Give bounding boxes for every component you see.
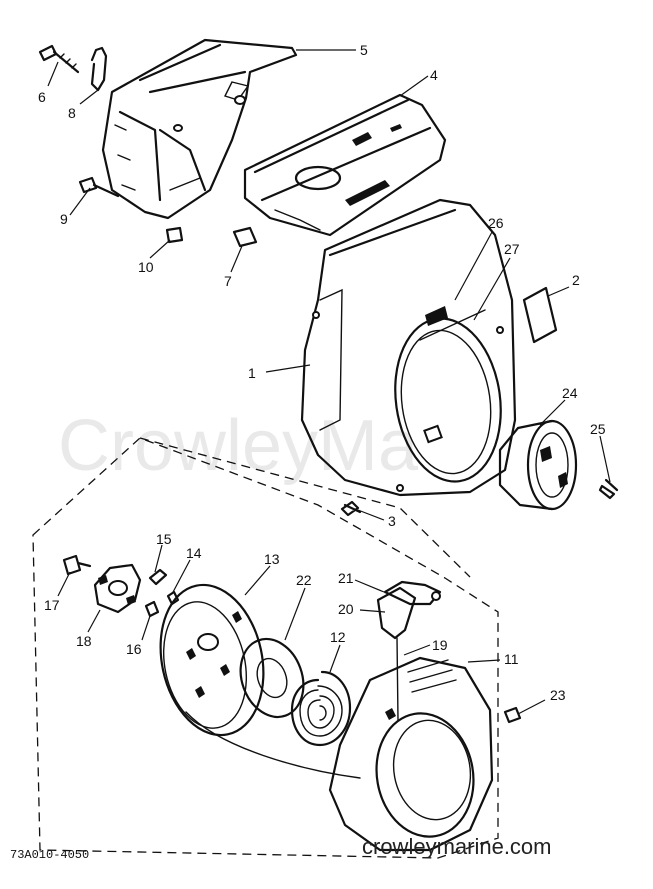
- bolt-6: [38, 44, 80, 74]
- callout-20: 20: [338, 601, 354, 617]
- callout-1: 1: [248, 365, 256, 381]
- bolt-9: [78, 176, 120, 198]
- upper-shroud-bracket: [101, 38, 298, 220]
- callout-26: 26: [488, 215, 504, 231]
- top-cover-plate: [243, 93, 447, 237]
- starter-handle: [376, 580, 442, 721]
- leader-lines: [47, 49, 611, 715]
- starter-case: [328, 656, 494, 852]
- callout-19: 19: [432, 637, 448, 653]
- callout-15: 15: [156, 531, 172, 547]
- callout-18: 18: [76, 633, 92, 649]
- callout-23: 23: [550, 687, 566, 703]
- boundary-upper-leg: [139, 437, 471, 578]
- callout-27: 27: [504, 241, 520, 257]
- callout-8: 8: [68, 105, 76, 121]
- callout-9: 9: [60, 211, 68, 227]
- caution-label: [522, 286, 558, 344]
- callout-22: 22: [296, 572, 312, 588]
- callout-11: 11: [504, 651, 519, 667]
- watermark-text: CrowleyMa: [58, 406, 419, 486]
- callout-16: 16: [126, 641, 142, 657]
- site-url: crowleymarine.com: [362, 834, 552, 859]
- recoil-assembly-boundary: [32, 437, 499, 859]
- pawl-15: [148, 568, 168, 586]
- callout-5: 5: [360, 42, 368, 58]
- starter-cup: [498, 419, 578, 511]
- callout-24: 24: [562, 385, 578, 401]
- callout-14: 14: [186, 545, 202, 561]
- screw-23: [503, 706, 522, 724]
- callout-21: 21: [338, 570, 354, 586]
- callout-4: 4: [430, 67, 438, 83]
- callout-7: 7: [224, 273, 232, 289]
- callout-17: 17: [44, 597, 60, 613]
- callout-10: 10: [138, 259, 154, 275]
- spring-plate: [239, 637, 305, 719]
- drawing-number: 73A010-4050: [10, 848, 89, 862]
- starter-reel: [159, 583, 265, 737]
- callout-25: 25: [590, 421, 606, 437]
- collar-10: [165, 226, 184, 244]
- callout-13: 13: [264, 551, 280, 567]
- bolt-17: [62, 554, 92, 576]
- recoil-spring: [290, 670, 352, 747]
- spacer-7: [232, 226, 258, 248]
- callout-2: 2: [572, 272, 580, 288]
- cable-clip: [90, 46, 108, 92]
- callout-3: 3: [388, 513, 396, 529]
- callout-numbers: 1 2 3 4 5 6 7 8 9 10 11 12 13 14 15 16 1…: [38, 42, 606, 703]
- callout-6: 6: [38, 89, 46, 105]
- fan-shroud-housing: [300, 198, 517, 497]
- callout-12: 12: [330, 629, 346, 645]
- pin-16: [144, 600, 160, 618]
- shroud-screw: [340, 500, 362, 517]
- ratchet-plate: [93, 563, 142, 614]
- starter-rope: [185, 711, 361, 779]
- cup-bolt: [598, 478, 619, 500]
